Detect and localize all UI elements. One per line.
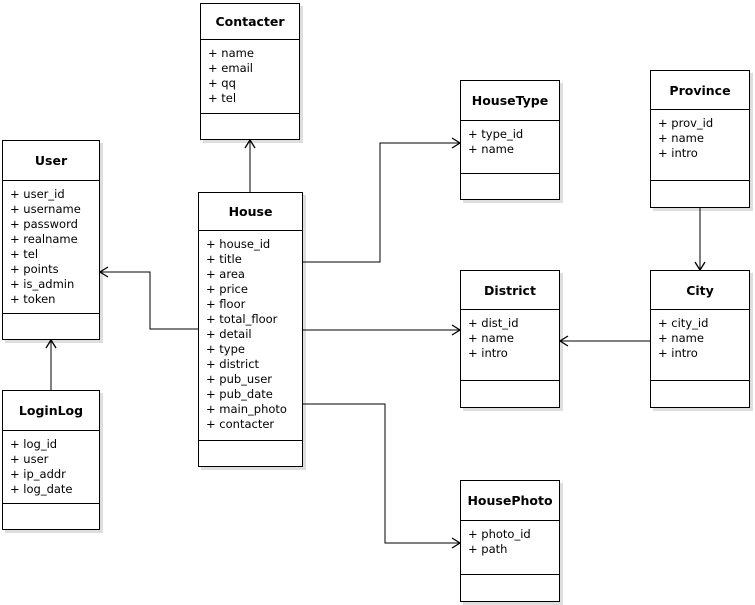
attribute-row: + user_id	[10, 187, 65, 201]
attribute-row: + house_id	[206, 237, 271, 251]
class-operations-housephoto	[461, 575, 559, 601]
class-name-province: Province	[651, 71, 749, 110]
class-operations-district	[461, 381, 559, 407]
attribute-row: + name	[468, 331, 514, 345]
attribute-row: + contacter	[206, 417, 275, 431]
attribute-row: + main_photo	[206, 402, 287, 416]
attribute-row: + is_admin	[10, 277, 75, 291]
relation-house-to-district	[303, 324, 462, 336]
class-name-city: City	[651, 271, 749, 310]
attribute-row: + pub_user	[206, 372, 273, 386]
attribute-row: + detail	[206, 327, 252, 341]
relation-house-to-housetype	[303, 137, 462, 263]
class-attributes-contacter: + name+ email+ qq+ tel	[201, 40, 299, 114]
class-box-user[interactable]: User+ user_id+ username+ password+ realn…	[2, 140, 100, 340]
class-box-province[interactable]: Province+ prov_id+ name+ intro	[650, 70, 750, 208]
attribute-row: + intro	[468, 346, 508, 360]
class-box-housetype[interactable]: HouseType+ type_id+ name	[460, 80, 560, 200]
attribute-row: + name	[468, 142, 514, 156]
class-operations-contacter	[201, 114, 299, 139]
class-name-district: District	[461, 271, 559, 310]
attribute-row: + total_floor	[206, 312, 278, 326]
attribute-row: + intro	[658, 146, 698, 160]
class-attributes-house: + house_id+ title+ area+ price+ floor+ t…	[199, 231, 302, 441]
attribute-row: + ip_addr	[10, 467, 66, 481]
class-box-house[interactable]: House+ house_id+ title+ area+ price+ flo…	[198, 192, 303, 467]
class-box-city[interactable]: City+ city_id+ name+ intro	[650, 270, 750, 408]
class-name-house: House	[199, 193, 302, 231]
class-operations-house	[199, 441, 302, 466]
attribute-row: + name	[658, 131, 704, 145]
class-box-loginlog[interactable]: LoginLog+ log_id+ user+ ip_addr+ log_dat…	[2, 390, 100, 530]
attribute-row: + title	[206, 252, 242, 266]
attribute-row: + user	[10, 452, 49, 466]
attribute-row: + area	[206, 267, 245, 281]
class-attributes-user: + user_id+ username+ password+ realname+…	[3, 181, 99, 314]
class-operations-user	[3, 314, 99, 339]
attribute-row: + price	[206, 282, 248, 296]
attribute-row: + tel	[208, 91, 237, 105]
relation-province-to-city	[694, 208, 706, 272]
class-box-housephoto[interactable]: HousePhoto+ photo_id+ path	[460, 480, 560, 602]
attribute-row: + photo_id	[468, 527, 531, 541]
attribute-row: + district	[206, 357, 260, 371]
class-attributes-province: + prov_id+ name+ intro	[651, 110, 749, 181]
attribute-row: + name	[208, 46, 254, 60]
class-operations-province	[651, 181, 749, 207]
class-name-user: User	[3, 141, 99, 181]
attribute-row: + prov_id	[658, 116, 714, 130]
attribute-row: + type	[206, 342, 245, 356]
attribute-row: + dist_id	[468, 316, 519, 330]
class-operations-city	[651, 381, 749, 407]
class-box-district[interactable]: District+ dist_id+ name+ intro	[460, 270, 560, 408]
attribute-row: + points	[10, 262, 59, 276]
attribute-row: + name	[658, 331, 704, 345]
class-attributes-housephoto: + photo_id+ path	[461, 521, 559, 575]
class-attributes-housetype: + type_id+ name	[461, 121, 559, 174]
class-attributes-district: + dist_id+ name+ intro	[461, 310, 559, 381]
attribute-row: + intro	[658, 346, 698, 360]
class-box-contacter[interactable]: Contacter+ name+ email+ qq+ tel	[200, 3, 300, 140]
attribute-row: + qq	[208, 76, 236, 90]
attribute-row: + tel	[10, 247, 39, 261]
attribute-row: + log_id	[10, 437, 58, 451]
attribute-row: + city_id	[658, 316, 709, 330]
attribute-row: + path	[468, 542, 508, 556]
class-operations-loginlog	[3, 504, 99, 530]
class-name-loginlog: LoginLog	[3, 391, 99, 431]
attribute-row: + password	[10, 217, 78, 231]
attribute-row: + pub_date	[206, 387, 273, 401]
class-name-contacter: Contacter	[201, 4, 299, 40]
attribute-row: + email	[208, 61, 254, 75]
class-name-housephoto: HousePhoto	[461, 481, 559, 521]
relation-house-to-housephoto	[303, 403, 462, 549]
class-attributes-city: + city_id+ name+ intro	[651, 310, 749, 381]
class-operations-housetype	[461, 174, 559, 199]
attribute-row: + realname	[10, 232, 78, 246]
relation-loginlog-to-user	[45, 338, 57, 390]
class-attributes-loginlog: + log_id+ user+ ip_addr+ log_date	[3, 431, 99, 504]
attribute-row: + type_id	[468, 127, 524, 141]
attribute-row: + token	[10, 292, 56, 306]
relation-city-to-district	[558, 335, 650, 347]
attribute-row: + log_date	[10, 482, 73, 496]
attribute-row: + username	[10, 202, 81, 216]
attribute-row: + floor	[206, 297, 246, 311]
class-name-housetype: HouseType	[461, 81, 559, 121]
relation-house-to-contacter	[244, 138, 256, 192]
relation-house-to-user	[98, 266, 198, 330]
